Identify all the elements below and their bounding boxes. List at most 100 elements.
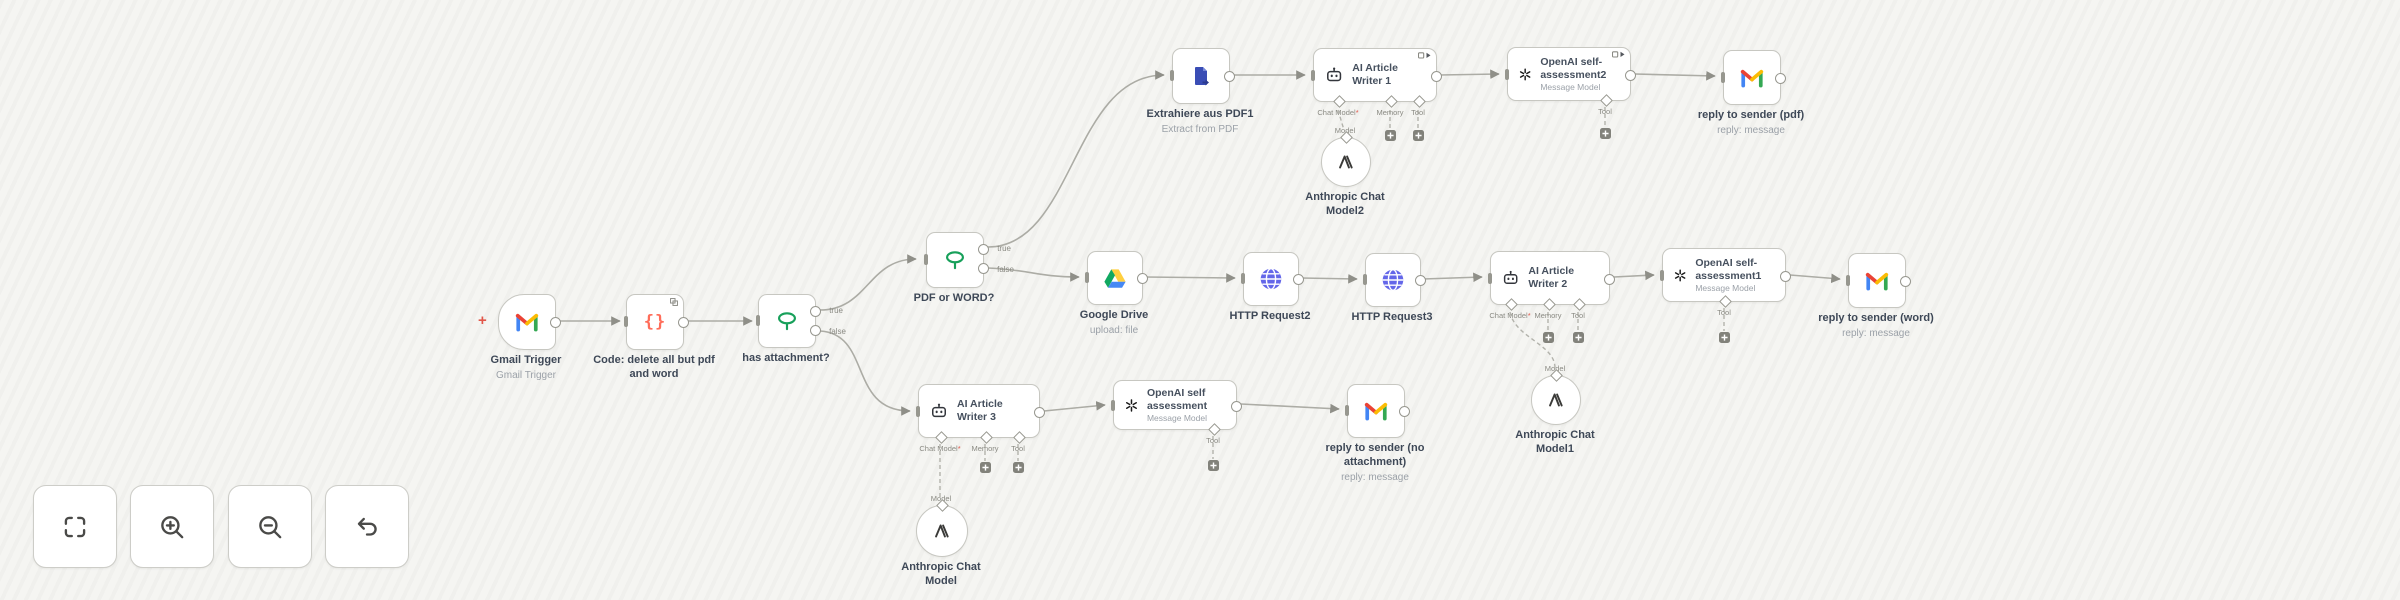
node-subtitle: Message Model [1695, 283, 1756, 294]
input-connector[interactable] [924, 254, 928, 265]
node-openai-self-assessment-1[interactable]: OpenAI self-assessment1 Message Model [1660, 248, 1791, 308]
add-tool-button[interactable] [1573, 332, 1584, 343]
output-connector[interactable] [1137, 273, 1148, 284]
output-false-connector[interactable] [978, 263, 989, 274]
node-badge-icon [1612, 51, 1625, 58]
memory-connector[interactable] [1543, 298, 1556, 311]
output-connector[interactable] [1775, 73, 1786, 84]
output-connector[interactable] [1604, 274, 1615, 285]
node-extract-pdf[interactable] [1170, 48, 1235, 104]
node-reply-pdf[interactable] [1721, 50, 1786, 105]
add-tool-button[interactable] [1013, 462, 1024, 473]
chat-model-label: Chat Model* [1317, 108, 1359, 117]
zoom-in-button[interactable] [130, 485, 214, 568]
zoom-out-button[interactable] [228, 485, 312, 568]
input-connector[interactable] [1085, 272, 1089, 283]
add-tool-button[interactable] [1719, 332, 1730, 343]
output-connector[interactable] [1415, 275, 1426, 286]
node-title: AI Article Writer 3 [957, 398, 1003, 423]
output-connector[interactable] [550, 317, 561, 328]
output-connector[interactable] [1231, 401, 1242, 412]
node-label: HTTP Request3 [1351, 311, 1433, 323]
node-pdf-or-word[interactable]: true false [924, 232, 1014, 288]
output-connector[interactable] [1293, 274, 1304, 285]
add-tool-button[interactable] [1413, 130, 1424, 141]
tool-connector[interactable] [1600, 94, 1613, 107]
node-http-request-3[interactable] [1363, 253, 1426, 307]
memory-connector[interactable] [1385, 95, 1398, 108]
node-has-attachment[interactable]: true false [756, 294, 846, 348]
input-connector[interactable] [624, 316, 628, 327]
fit-view-icon [64, 516, 86, 537]
node-anthropic-chat-model[interactable] [916, 499, 968, 557]
input-connector[interactable] [1660, 270, 1664, 281]
node-anthropic-chat-model-2[interactable] [1321, 131, 1371, 187]
input-connector[interactable] [1846, 275, 1850, 286]
chat-model-connector[interactable] [1505, 298, 1518, 311]
input-connector[interactable] [1241, 273, 1245, 284]
input-connector[interactable] [1345, 405, 1349, 416]
output-true-label: true [829, 306, 843, 315]
tool-connector[interactable] [1719, 295, 1732, 308]
tool-label: Tool [1598, 107, 1612, 116]
node-reply-word[interactable] [1846, 253, 1911, 308]
model-port-label: Model [1544, 364, 1566, 373]
output-connector[interactable] [1780, 271, 1791, 282]
node-subtitle: Message Model [1540, 82, 1601, 93]
undo-button[interactable] [325, 485, 409, 568]
input-connector[interactable] [1363, 274, 1367, 285]
code-badge-icon [670, 298, 678, 306]
add-tool-button[interactable] [1600, 128, 1611, 139]
tool-connector[interactable] [1413, 95, 1426, 108]
output-false-connector[interactable] [810, 325, 821, 336]
fit-view-button[interactable] [33, 485, 117, 568]
add-memory-button[interactable] [1385, 130, 1396, 141]
node-label: reply to sender (pdf) [1697, 109, 1805, 121]
add-tool-button[interactable] [1208, 460, 1219, 471]
node-http-request-2[interactable] [1241, 252, 1304, 306]
node-title: AI Article Writer 1 [1352, 62, 1398, 87]
node-code[interactable]: {} [624, 294, 689, 350]
output-connector[interactable] [1034, 407, 1045, 418]
robot-icon [932, 403, 946, 418]
memory-connector[interactable] [980, 431, 993, 444]
tool-connector[interactable] [1573, 298, 1586, 311]
node-openai-self-assessment[interactable]: OpenAI self assessment Message Model [1111, 380, 1242, 436]
chat-model-connector[interactable] [935, 431, 948, 444]
output-connector[interactable] [1431, 71, 1442, 82]
zoom-in-icon [161, 515, 184, 538]
node-label: reply to sender (no attachment) [1325, 442, 1425, 468]
node-openai-self-assessment-2[interactable]: OpenAI self-assessment2 Message Model [1505, 47, 1636, 107]
output-connector[interactable] [1399, 406, 1410, 417]
output-false-label: false [997, 265, 1014, 274]
node-reply-no-attachment[interactable] [1345, 384, 1410, 438]
output-connector[interactable] [1224, 71, 1235, 82]
node-ai-article-writer-1[interactable]: AI Article Writer 1 [1311, 48, 1442, 108]
output-connector[interactable] [1625, 70, 1636, 81]
output-connector[interactable] [1900, 276, 1911, 287]
node-gmail-trigger[interactable] [498, 294, 561, 350]
input-connector[interactable] [1505, 69, 1509, 80]
chat-model-label: Chat Model* [919, 444, 961, 453]
input-connector[interactable] [1721, 72, 1725, 83]
add-memory-button[interactable] [980, 462, 991, 473]
node-google-drive[interactable] [1085, 251, 1148, 305]
tool-connector[interactable] [1013, 431, 1026, 444]
chat-model-connector[interactable] [1333, 95, 1346, 108]
input-connector[interactable] [1111, 400, 1115, 411]
add-memory-button[interactable] [1543, 332, 1554, 343]
memory-label: Memory [1376, 108, 1404, 117]
node-anthropic-chat-model-1[interactable] [1531, 369, 1581, 425]
input-connector[interactable] [916, 406, 920, 417]
input-connector[interactable] [756, 315, 760, 326]
output-true-connector[interactable] [978, 244, 989, 255]
input-connector[interactable] [1170, 70, 1174, 81]
output-true-connector[interactable] [810, 306, 821, 317]
node-ai-article-writer-2[interactable]: AI Article Writer 2 [1488, 251, 1615, 311]
node-ai-article-writer-3[interactable]: AI Article Writer 3 [916, 384, 1045, 444]
input-connector[interactable] [1488, 273, 1492, 284]
input-connector[interactable] [1311, 70, 1315, 81]
tool-connector[interactable] [1208, 423, 1221, 436]
gmail-icon [1865, 272, 1889, 290]
output-connector[interactable] [678, 317, 689, 328]
